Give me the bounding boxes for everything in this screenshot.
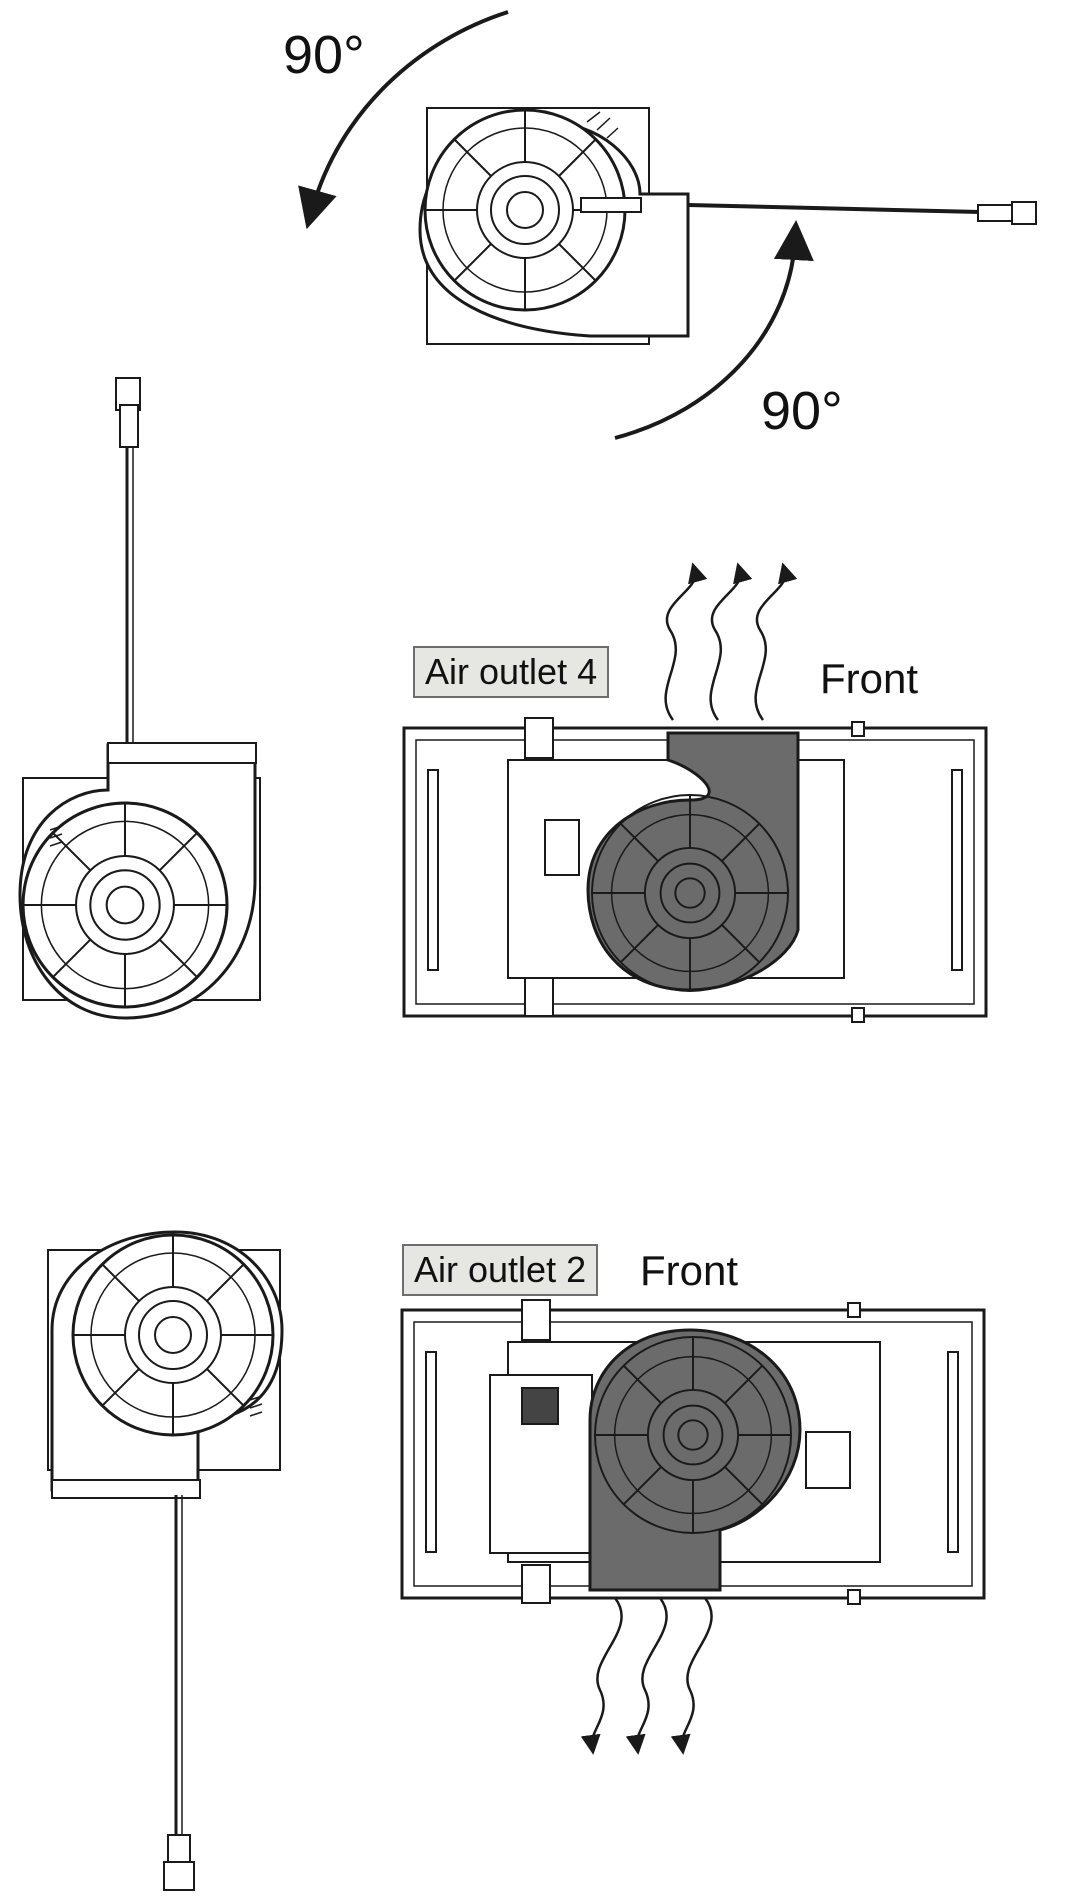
angle-label-left: 90° bbox=[283, 25, 365, 85]
front-label-lower: Front bbox=[640, 1247, 739, 1294]
blower-side-view-lower bbox=[47, 1230, 284, 1891]
airflow-arrows-down bbox=[580, 1597, 713, 1755]
rotation-arrow-left bbox=[298, 10, 509, 230]
blower-side-view-upper bbox=[18, 377, 261, 1020]
air-outlet-4-label: Air outlet 4 bbox=[413, 646, 610, 698]
airflow-arrows-up bbox=[664, 562, 798, 721]
rotation-arrow-right bbox=[614, 220, 814, 440]
air-outlet-2-label: Air outlet 2 bbox=[402, 1244, 599, 1296]
unit-top-view-outlet-2 bbox=[400, 1299, 986, 1605]
angle-label-right: 90° bbox=[761, 381, 843, 441]
rotated-blower-top bbox=[418, 107, 1037, 345]
unit-top-view-outlet-4 bbox=[402, 717, 988, 1023]
front-label-upper: Front bbox=[820, 655, 919, 702]
